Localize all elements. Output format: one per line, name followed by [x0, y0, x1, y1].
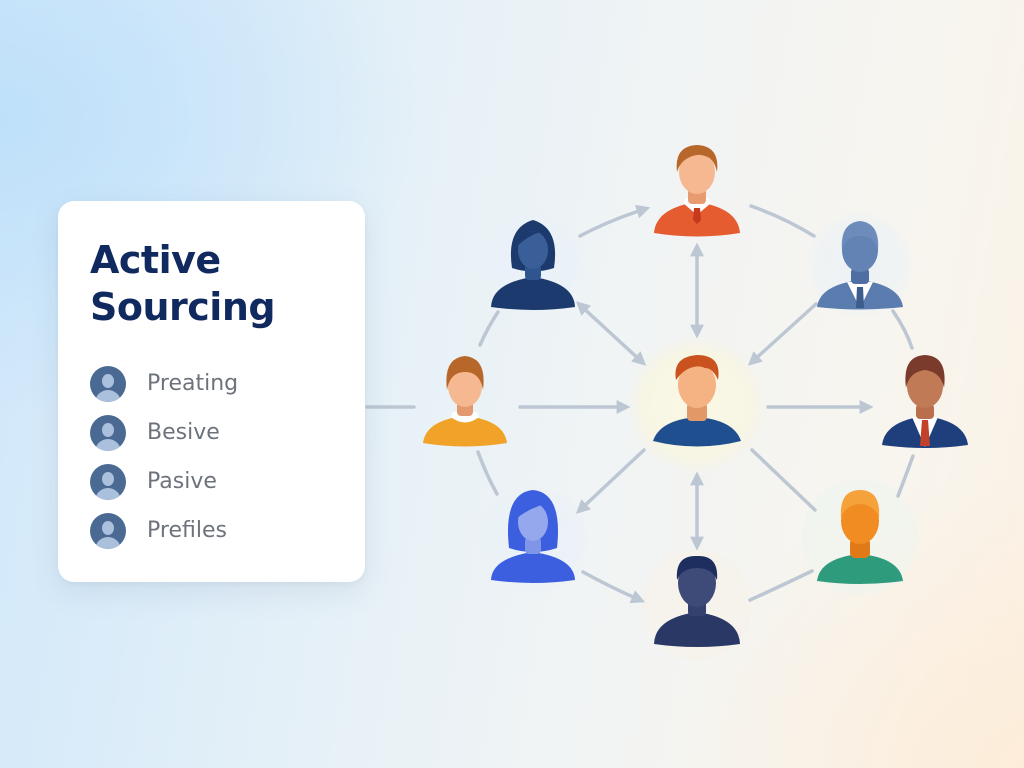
- arrow-topright-to-right: [891, 309, 914, 350]
- left-person-avatar[interactable]: [423, 356, 507, 447]
- arrow-center-topleft: [575, 301, 647, 366]
- user-avatar-icon: [90, 512, 126, 549]
- list-item-preating[interactable]: Preating: [90, 359, 333, 408]
- arrow-top-to-topright: [749, 204, 816, 238]
- user-avatar-icon: [90, 365, 126, 402]
- arrow-center-bottomright: [750, 448, 817, 512]
- top-person-avatar[interactable]: [654, 145, 740, 237]
- card-title: Active Sourcing: [90, 237, 333, 331]
- right-man-avatar[interactable]: [882, 355, 968, 448]
- top-right-man-avatar[interactable]: [817, 221, 903, 310]
- card-title-line2: Sourcing: [90, 285, 276, 329]
- list-item-pasive[interactable]: Pasive: [90, 457, 333, 506]
- list-item-label: Prefiles: [147, 518, 227, 543]
- arrow-center-bottomleft: [575, 448, 646, 514]
- user-avatar-icon: [90, 463, 126, 500]
- list-item-label: Preating: [147, 371, 239, 396]
- arrow-bottom-to-bottomright: [748, 569, 814, 602]
- list-item-besive[interactable]: Besive: [90, 408, 333, 457]
- active-sourcing-card: Active Sourcing Preating Besive Pasive P…: [58, 201, 365, 582]
- arrow-topleft-to-top: [578, 204, 651, 238]
- arrow-left-to-bottomleft: [476, 450, 499, 496]
- list-item-label: Pasive: [147, 469, 217, 494]
- card-title-line1: Active: [90, 238, 221, 282]
- arrow-topleft-to-left: [478, 310, 500, 347]
- list-item-prefiles[interactable]: Prefiles: [90, 506, 333, 555]
- bottom-left-woman-avatar[interactable]: [491, 490, 575, 583]
- top-left-woman-avatar[interactable]: [491, 220, 575, 310]
- connection-arrows: [365, 204, 915, 604]
- center-person-avatar[interactable]: [653, 355, 741, 447]
- arrow-bottomleft-to-bottom: [581, 570, 646, 604]
- user-avatar-icon: [90, 414, 126, 451]
- arrow-right-to-bottomright: [896, 454, 915, 498]
- arrow-center-topright: [747, 302, 818, 366]
- bottom-man-avatar[interactable]: [654, 555, 740, 647]
- list-item-label: Besive: [147, 420, 220, 445]
- sourcing-type-list: Preating Besive Pasive Prefiles: [90, 359, 333, 555]
- bottom-right-person-avatar[interactable]: [817, 490, 903, 584]
